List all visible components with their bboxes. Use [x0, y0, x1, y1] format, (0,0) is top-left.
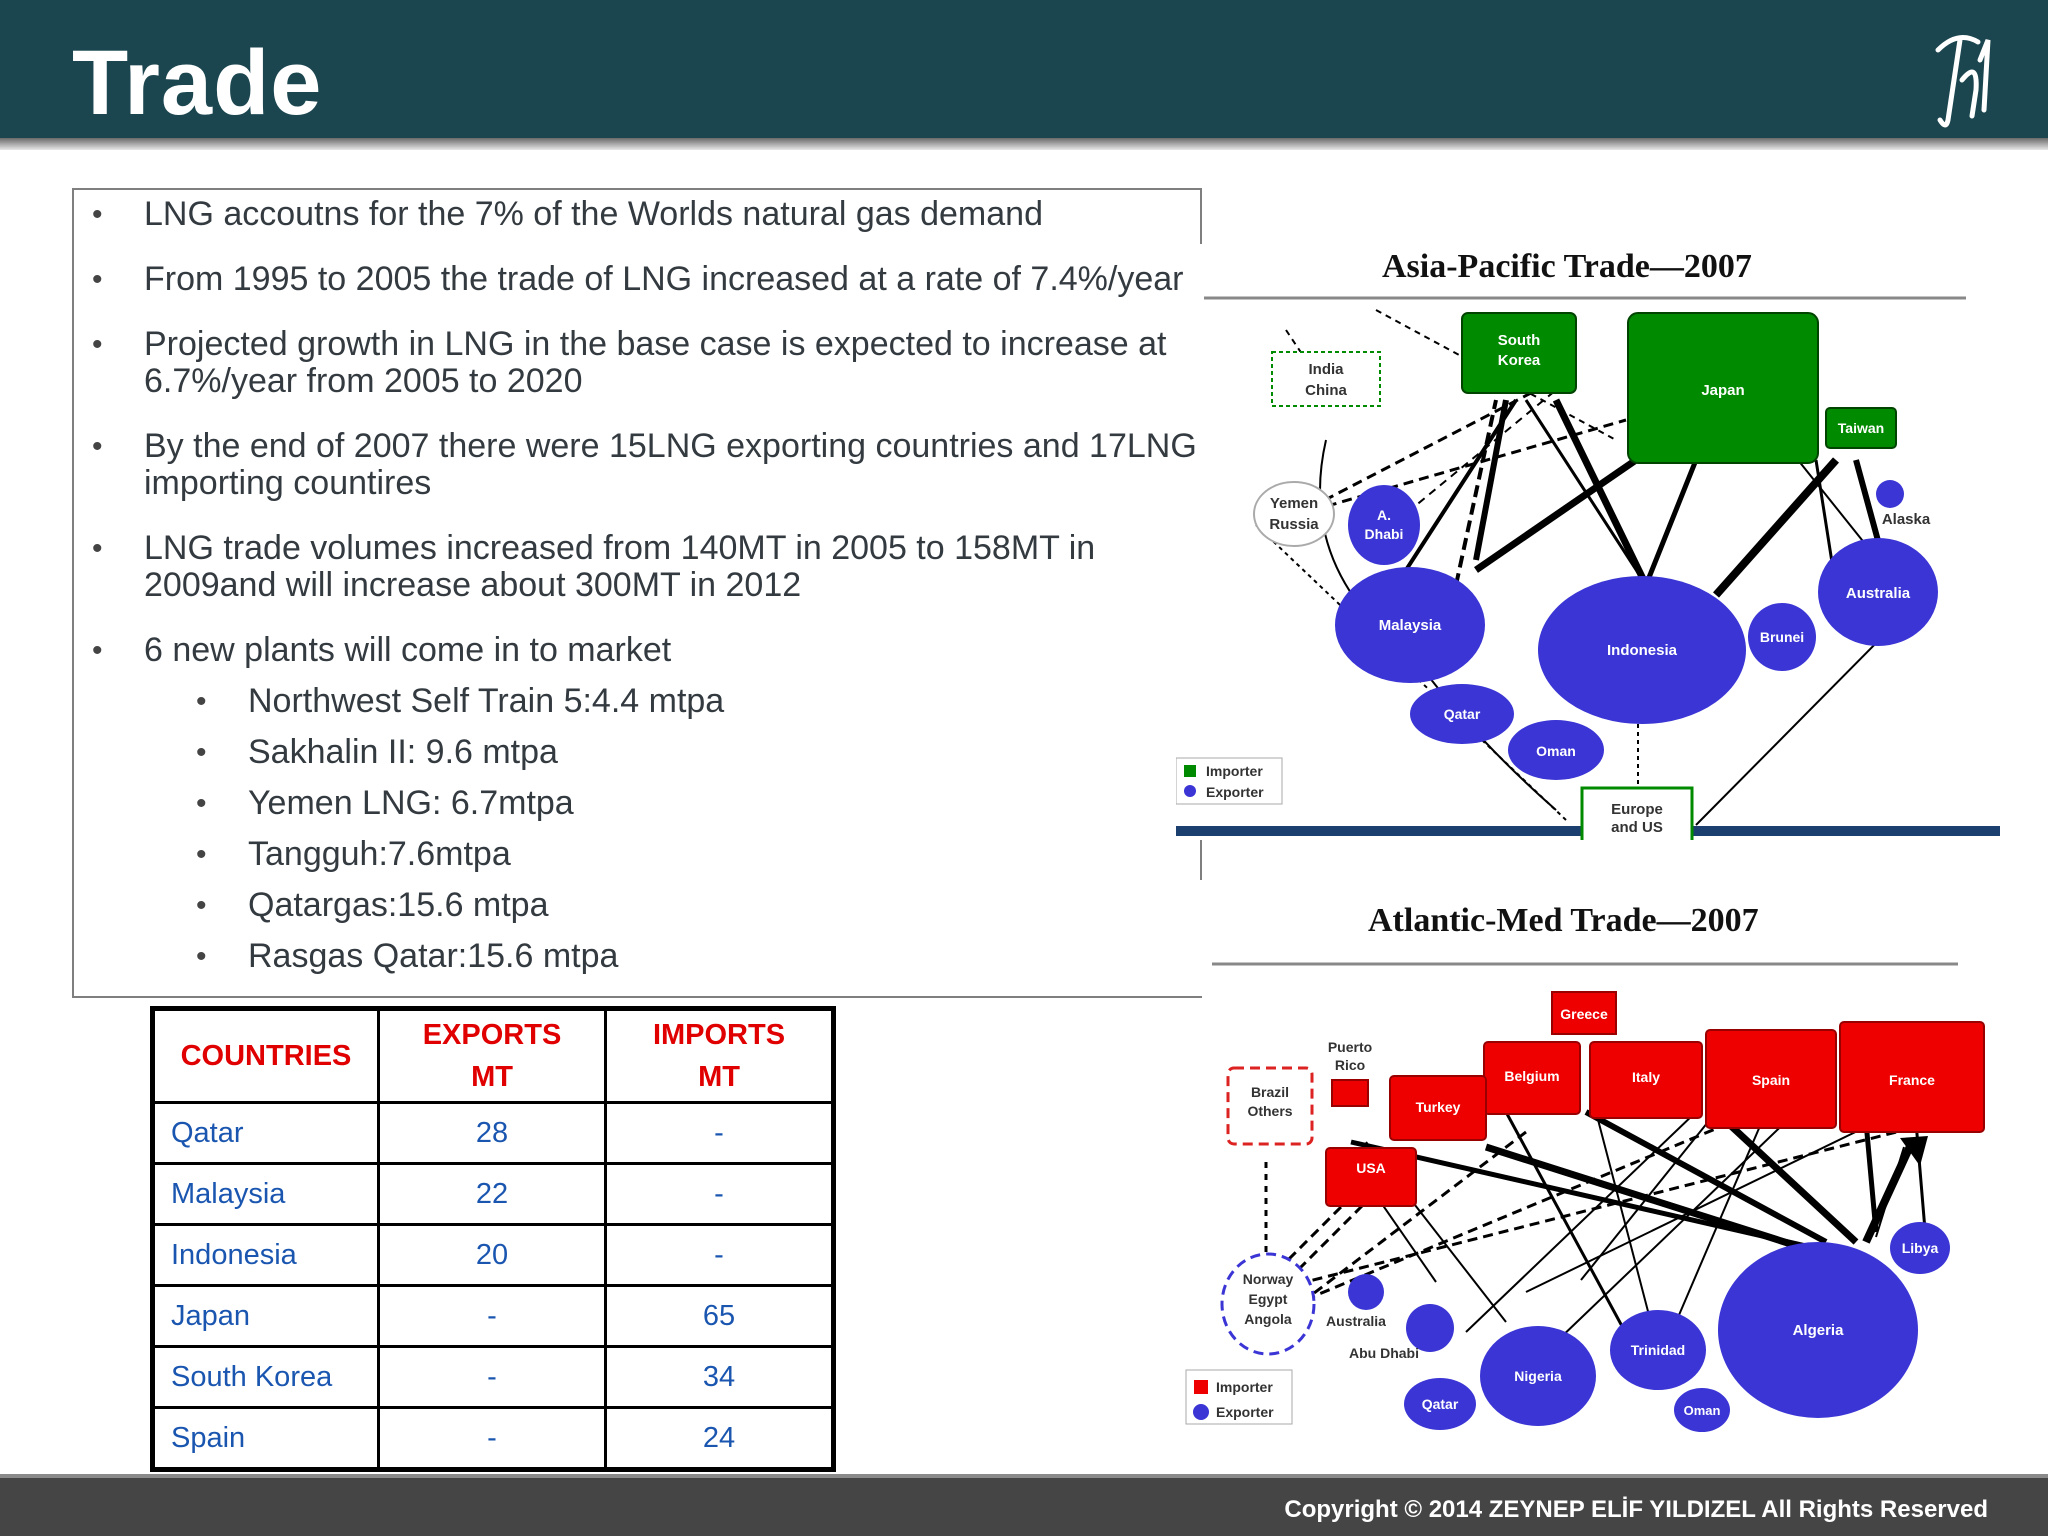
svg-text:Taiwan: Taiwan [1838, 420, 1884, 436]
sub-bullet-item: Yemen LNG: 6.7mtpa [196, 785, 1202, 823]
title-bar-shadow [0, 138, 2048, 150]
svg-text:Belgium: Belgium [1504, 1068, 1559, 1084]
svg-text:India: India [1308, 361, 1344, 378]
footer-bar [0, 1478, 2048, 1536]
svg-text:Oman: Oman [1684, 1403, 1721, 1418]
svg-text:Korea: Korea [1498, 352, 1541, 369]
svg-text:Qatar: Qatar [1444, 706, 1481, 722]
svg-text:France: France [1889, 1072, 1935, 1088]
table-row: Japan-65 [151, 1284, 835, 1348]
svg-text:Spain: Spain [1752, 1072, 1790, 1088]
bullet-item: LNG accoutns for the 7% of the Worlds na… [92, 196, 1202, 234]
bullet-item: LNG trade volumes increased from 140MT i… [92, 530, 1202, 604]
table-row: South Korea-34 [151, 1345, 835, 1409]
sub-bullet-item: Tangguh:7.6mtpa [196, 836, 1202, 874]
atlantic-med-trade-diagram: Greece Puerto Rico Brazil Others Belgium… [1185, 962, 1985, 1432]
svg-text:Australia: Australia [1846, 585, 1911, 602]
svg-text:South: South [1498, 332, 1541, 349]
svg-text:Indonesia: Indonesia [1607, 642, 1678, 659]
bullet-text: 6 new plants will come in to market [144, 631, 672, 669]
svg-text:Yemen: Yemen [1270, 495, 1318, 512]
svg-text:Importer: Importer [1206, 763, 1263, 779]
svg-text:Brunei: Brunei [1760, 629, 1804, 645]
svg-text:Trinidad: Trinidad [1631, 1342, 1685, 1358]
svg-text:A.: A. [1377, 507, 1391, 523]
svg-text:Rico: Rico [1335, 1057, 1365, 1073]
asia-chart-title: Asia-Pacific Trade—2007 [1382, 248, 1752, 285]
signature-icon [1935, 35, 1991, 128]
svg-text:Abu Dhabi: Abu Dhabi [1349, 1345, 1419, 1361]
title-bar [0, 0, 2048, 138]
asia-pacific-trade-diagram: South Korea Japan Taiwan India China Yem… [1176, 296, 2000, 840]
svg-text:and US: and US [1611, 819, 1663, 836]
svg-text:Algeria: Algeria [1793, 1322, 1845, 1339]
bullet-item: By the end of 2007 there were 15LNG expo… [92, 428, 1202, 502]
svg-text:Europe: Europe [1611, 801, 1663, 818]
atlantic-chart-title: Atlantic-Med Trade—2007 [1368, 902, 1759, 939]
svg-text:Alaska: Alaska [1882, 511, 1931, 528]
copyright-text: Copyright © 2014 ZEYNEP ELİF YILDIZEL Al… [1284, 1496, 1988, 1523]
svg-text:Exporter: Exporter [1206, 784, 1264, 800]
svg-text:Libya: Libya [1902, 1240, 1939, 1256]
bullet-list: LNG accoutns for the 7% of the Worlds na… [92, 196, 1202, 989]
header-countries: COUNTRIES [151, 1007, 380, 1104]
svg-text:Turkey: Turkey [1416, 1099, 1461, 1115]
sub-bullet-list: Northwest Self Train 5:4.4 mtpa Sakhalin… [144, 683, 1202, 976]
sub-bullet-item: Rasgas Qatar:15.6 mtpa [196, 938, 1202, 976]
sub-bullet-item: Sakhalin II: 9.6 mtpa [196, 734, 1202, 772]
svg-text:Egypt: Egypt [1249, 1291, 1288, 1307]
svg-text:Norway: Norway [1243, 1271, 1294, 1287]
svg-text:Nigeria: Nigeria [1514, 1368, 1562, 1384]
svg-text:Angola: Angola [1244, 1311, 1292, 1327]
svg-text:Dhabi: Dhabi [1365, 526, 1404, 542]
svg-text:Japan: Japan [1701, 382, 1744, 399]
svg-text:Greece: Greece [1560, 1006, 1608, 1022]
bullet-item: From 1995 to 2005 the trade of LNG incre… [92, 261, 1202, 299]
svg-text:Qatar: Qatar [1422, 1396, 1459, 1412]
bullet-item: Projected growth in LNG in the base case… [92, 326, 1202, 400]
slide-title: Trade [72, 32, 323, 134]
svg-text:Others: Others [1247, 1103, 1292, 1119]
svg-text:Russia: Russia [1269, 516, 1319, 533]
svg-text:Exporter: Exporter [1216, 1404, 1274, 1420]
svg-text:Oman: Oman [1536, 743, 1576, 759]
svg-text:Australia: Australia [1326, 1313, 1386, 1329]
svg-text:China: China [1305, 382, 1347, 399]
svg-text:Brazil: Brazil [1251, 1084, 1289, 1100]
bullet-textbox [72, 188, 1202, 998]
sub-bullet-item: Northwest Self Train 5:4.4 mtpa [196, 683, 1202, 721]
svg-text:Malaysia: Malaysia [1379, 617, 1442, 634]
svg-text:Italy: Italy [1632, 1069, 1660, 1085]
svg-text:USA: USA [1356, 1160, 1386, 1176]
footer-divider [0, 1474, 2048, 1480]
svg-text:Importer: Importer [1216, 1379, 1273, 1395]
svg-text:Puerto: Puerto [1328, 1039, 1372, 1055]
bullet-item-plants: 6 new plants will come in to market Nort… [92, 631, 1202, 976]
sub-bullet-item: Qatargas:15.6 mtpa [196, 887, 1202, 925]
table-row: Spain-24 [151, 1406, 835, 1471]
